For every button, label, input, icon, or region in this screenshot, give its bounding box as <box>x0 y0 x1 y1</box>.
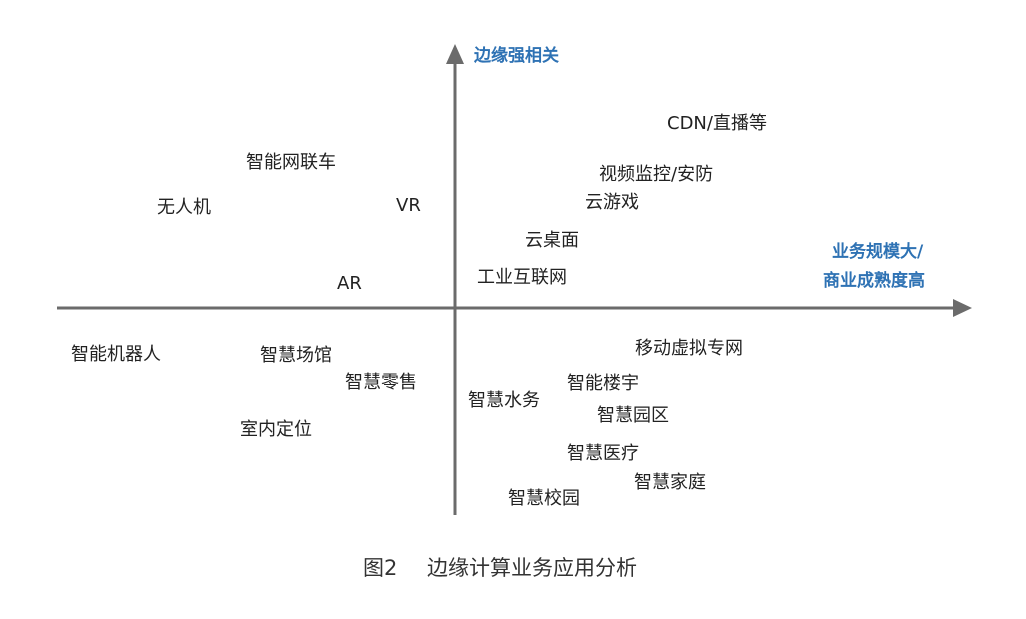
label-robot: 智能机器人 <box>71 344 161 365</box>
figure-caption-title: 边缘计算业务应用分析 <box>427 556 637 580</box>
label-smart-building: 智能楼宇 <box>567 373 639 394</box>
x-axis-title-line1: 业务规模大/ <box>832 241 924 262</box>
label-smart-park: 智慧园区 <box>597 405 669 426</box>
x-axis-title-line2: 商业成熟度高 <box>823 270 925 291</box>
label-cdn-live: CDN/直播等 <box>667 113 767 134</box>
label-smart-venue: 智慧场馆 <box>260 345 332 366</box>
label-mobile-private-network: 移动虚拟专网 <box>635 338 743 359</box>
label-cloud-desktop: 云桌面 <box>525 230 579 251</box>
y-axis-arrow <box>446 44 464 64</box>
label-smart-water: 智慧水务 <box>468 390 540 411</box>
label-industrial-internet: 工业互联网 <box>477 267 567 288</box>
label-cloud-gaming: 云游戏 <box>585 192 639 213</box>
x-axis-arrow <box>953 299 972 317</box>
label-smart-campus: 智慧校园 <box>508 488 580 509</box>
label-ar: AR <box>337 273 362 294</box>
y-axis-title: 边缘强相关 <box>473 45 559 66</box>
label-smart-medical: 智慧医疗 <box>567 443 639 464</box>
label-connected-car: 智能网联车 <box>246 152 336 173</box>
label-vr: VR <box>396 195 421 216</box>
label-smart-retail: 智慧零售 <box>345 372 417 393</box>
label-video-security: 视频监控/安防 <box>599 164 713 185</box>
label-smart-home: 智慧家庭 <box>634 472 706 493</box>
label-indoor-positioning: 室内定位 <box>240 419 312 440</box>
figure-caption-number: 图2 <box>363 556 397 580</box>
label-drone: 无人机 <box>157 197 211 218</box>
